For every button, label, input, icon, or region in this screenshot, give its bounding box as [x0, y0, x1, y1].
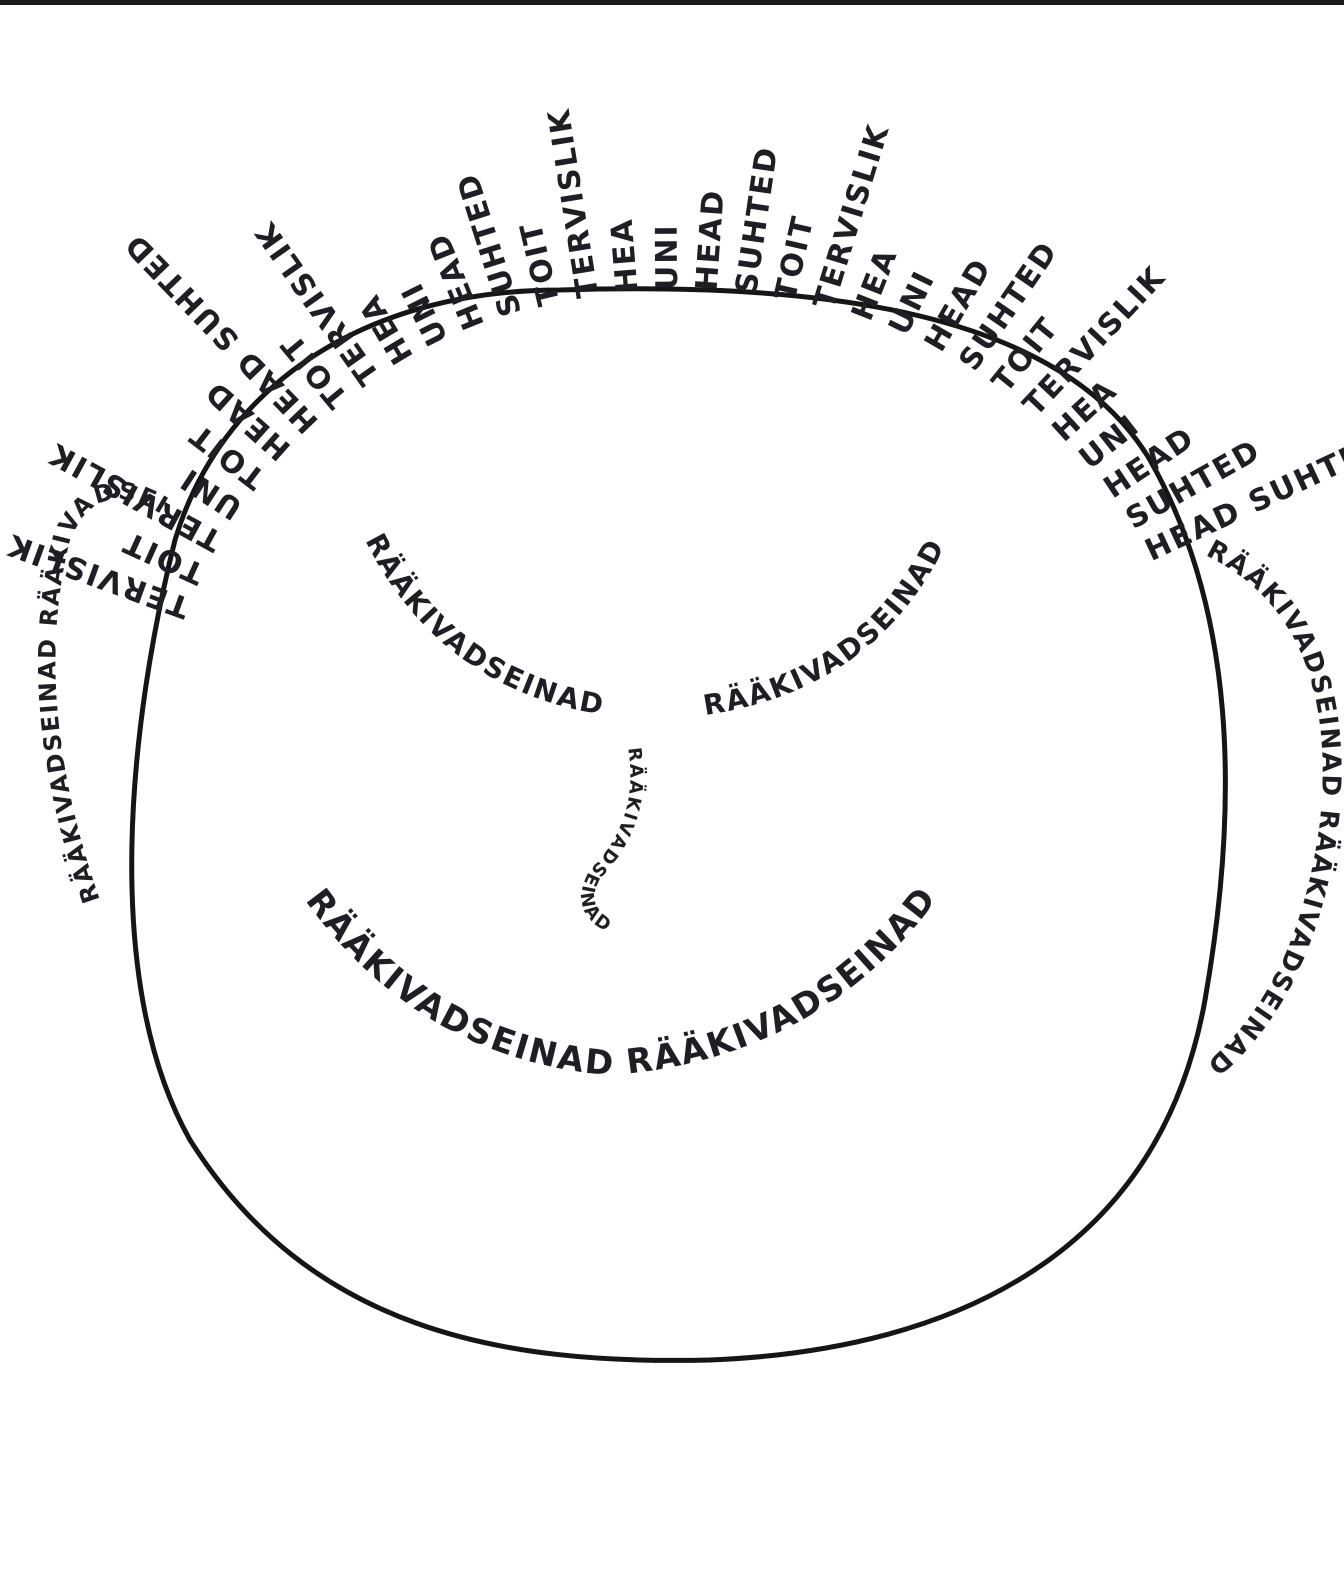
- hair-word: UNI: [650, 223, 685, 290]
- left-eyebrow: RÄÄKIVADSEINAD: [359, 528, 608, 722]
- right-ear: RÄÄKIVADSEINAD RÄÄKIVADSEINAD: [1200, 535, 1344, 1082]
- hair-word: HEAD: [690, 188, 732, 292]
- top-border: [0, 0, 1344, 5]
- right-eyebrow: RÄÄKIVADSEINAD: [701, 533, 952, 722]
- nose: RÄÄKIVADSEINAD: [576, 746, 648, 937]
- mouth: RÄÄKIVADSEINAD RÄÄKIVADSEINAD: [298, 879, 946, 1085]
- hair-word: HEA: [605, 216, 646, 293]
- face-outline: [129, 286, 1228, 1363]
